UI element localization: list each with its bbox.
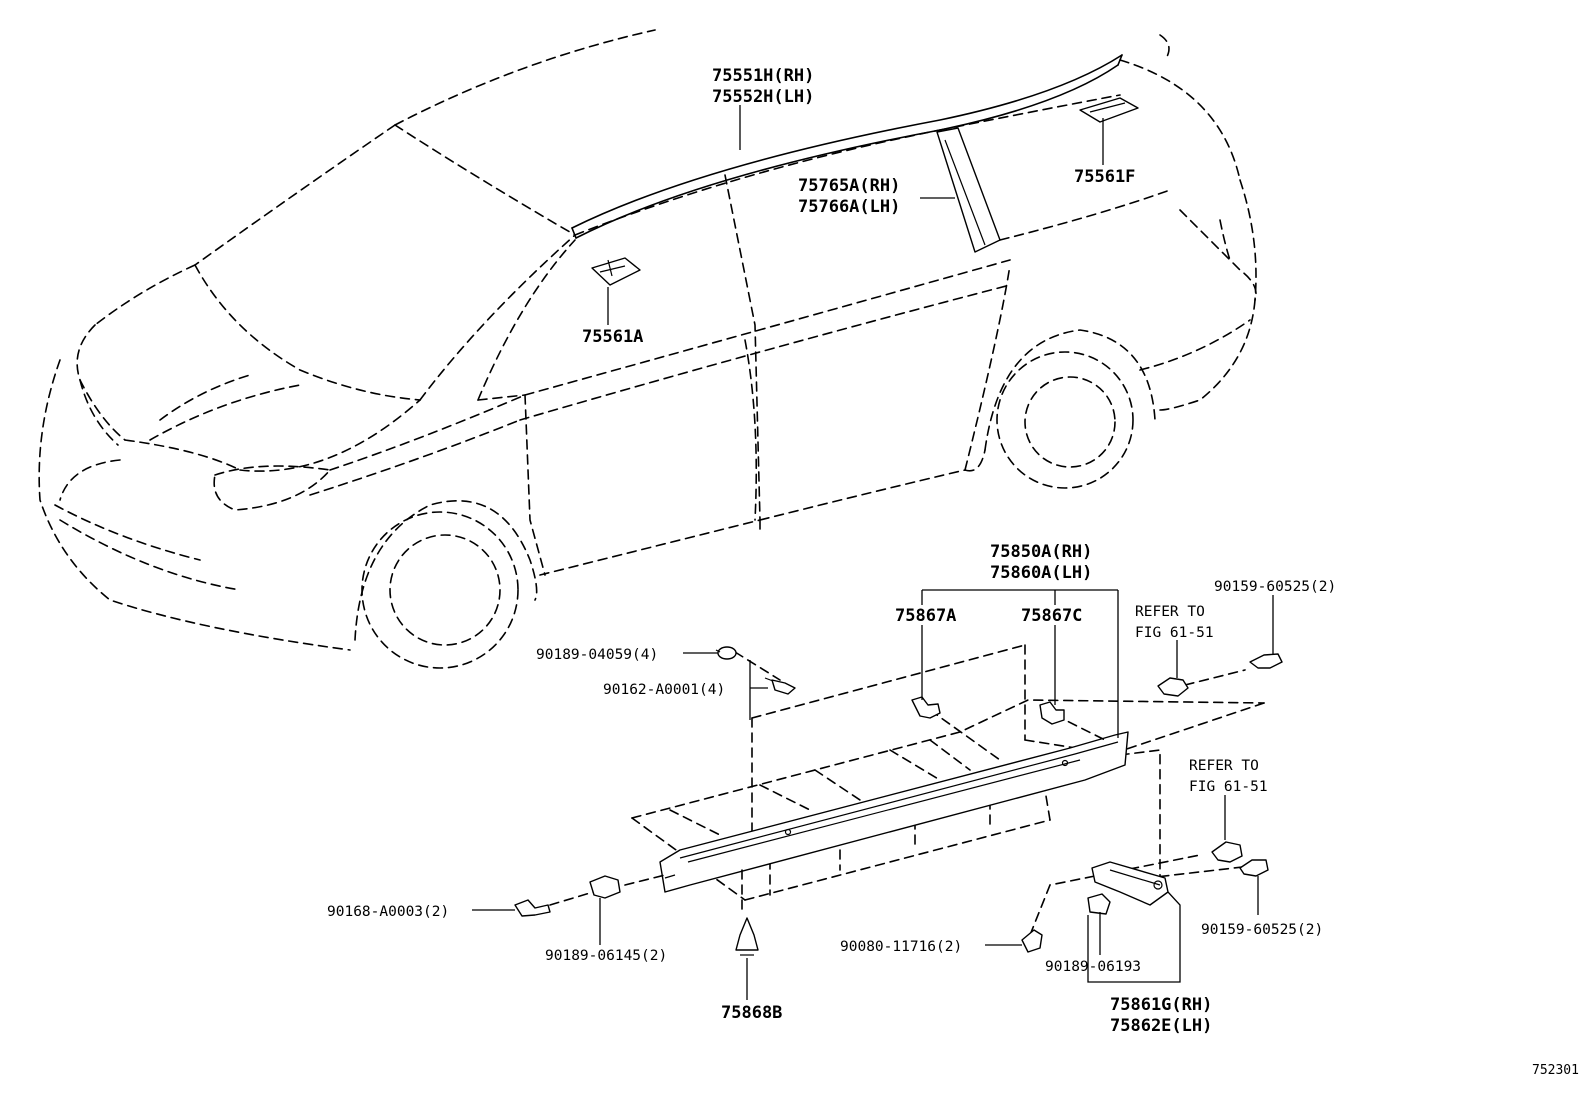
- rocker-moulding-area: [549, 644, 1265, 936]
- clip-90189-06145: [589, 875, 621, 899]
- pillar-garnish: [936, 127, 1001, 253]
- clip-75867A: [911, 696, 941, 719]
- roof-clip-75561F: [1079, 97, 1139, 123]
- part-labels: 75551H(RH) 75552H(LH) 75765A(RH) 75766A(…: [327, 66, 1579, 1078]
- label-90189-06193: 90189-06193: [1045, 959, 1141, 975]
- label-refer-top-2: FIG 61-51: [1135, 625, 1214, 641]
- label-90168-A0003: 90168-A0003(2): [327, 904, 449, 920]
- label-75765A: 75765A(RH): [798, 176, 900, 196]
- label-75867A: 75867A: [895, 606, 956, 626]
- vehicle-outline: [38, 29, 1257, 669]
- label-75867C: 75867C: [1021, 606, 1082, 626]
- label-75561F: 75561F: [1074, 167, 1135, 187]
- label-75868B: 75868B: [721, 1003, 782, 1023]
- clip-75868B: [735, 917, 759, 956]
- clip-75867C: [1039, 701, 1065, 725]
- label-75561A: 75561A: [582, 327, 643, 347]
- label-75861G: 75861G(RH): [1110, 995, 1212, 1015]
- bolt-90168-A0003: [514, 899, 551, 917]
- label-75766A: 75766A(LH): [798, 197, 900, 217]
- label-75862E: 75862E(LH): [1110, 1016, 1212, 1036]
- screw-90159-bottom: [1239, 859, 1269, 877]
- clip-refer-bottom: [1211, 841, 1243, 863]
- label-75850A: 75850A(RH): [990, 542, 1092, 562]
- label-refer-top-1: REFER TO: [1135, 604, 1205, 620]
- label-90159-bottom: 90159-60525(2): [1201, 922, 1323, 938]
- label-90162-A0001: 90162-A0001(4): [603, 682, 725, 698]
- fastener-90189-04059: [715, 646, 737, 660]
- fastener-90162-A0001: [764, 677, 796, 695]
- clip-refer-top: [1157, 677, 1189, 697]
- label-90159-top: 90159-60525(2): [1214, 579, 1336, 595]
- screw-90159-top: [1249, 653, 1283, 669]
- bolt-90080-11716: [1021, 929, 1043, 953]
- label-75860A: 75860A(LH): [990, 563, 1092, 583]
- roof-clip-75561A: [591, 257, 641, 286]
- label-75552H: 75552H(LH): [712, 87, 814, 107]
- figure-reference-number: 752301: [1532, 1063, 1579, 1078]
- roof-moulding: [571, 54, 1123, 239]
- label-refer-bottom-2: FIG 61-51: [1189, 779, 1268, 795]
- clip-90189-06193: [1087, 893, 1111, 915]
- label-refer-bottom-1: REFER TO: [1189, 758, 1259, 774]
- label-75551H: 75551H(RH): [712, 66, 814, 86]
- label-90189-04059: 90189-04059(4): [536, 647, 658, 663]
- bracket-75861G: [1091, 861, 1169, 906]
- label-90080-11716: 90080-11716(2): [840, 939, 962, 955]
- leader-lines: [472, 105, 1274, 1000]
- label-90189-06145: 90189-06145(2): [545, 948, 667, 964]
